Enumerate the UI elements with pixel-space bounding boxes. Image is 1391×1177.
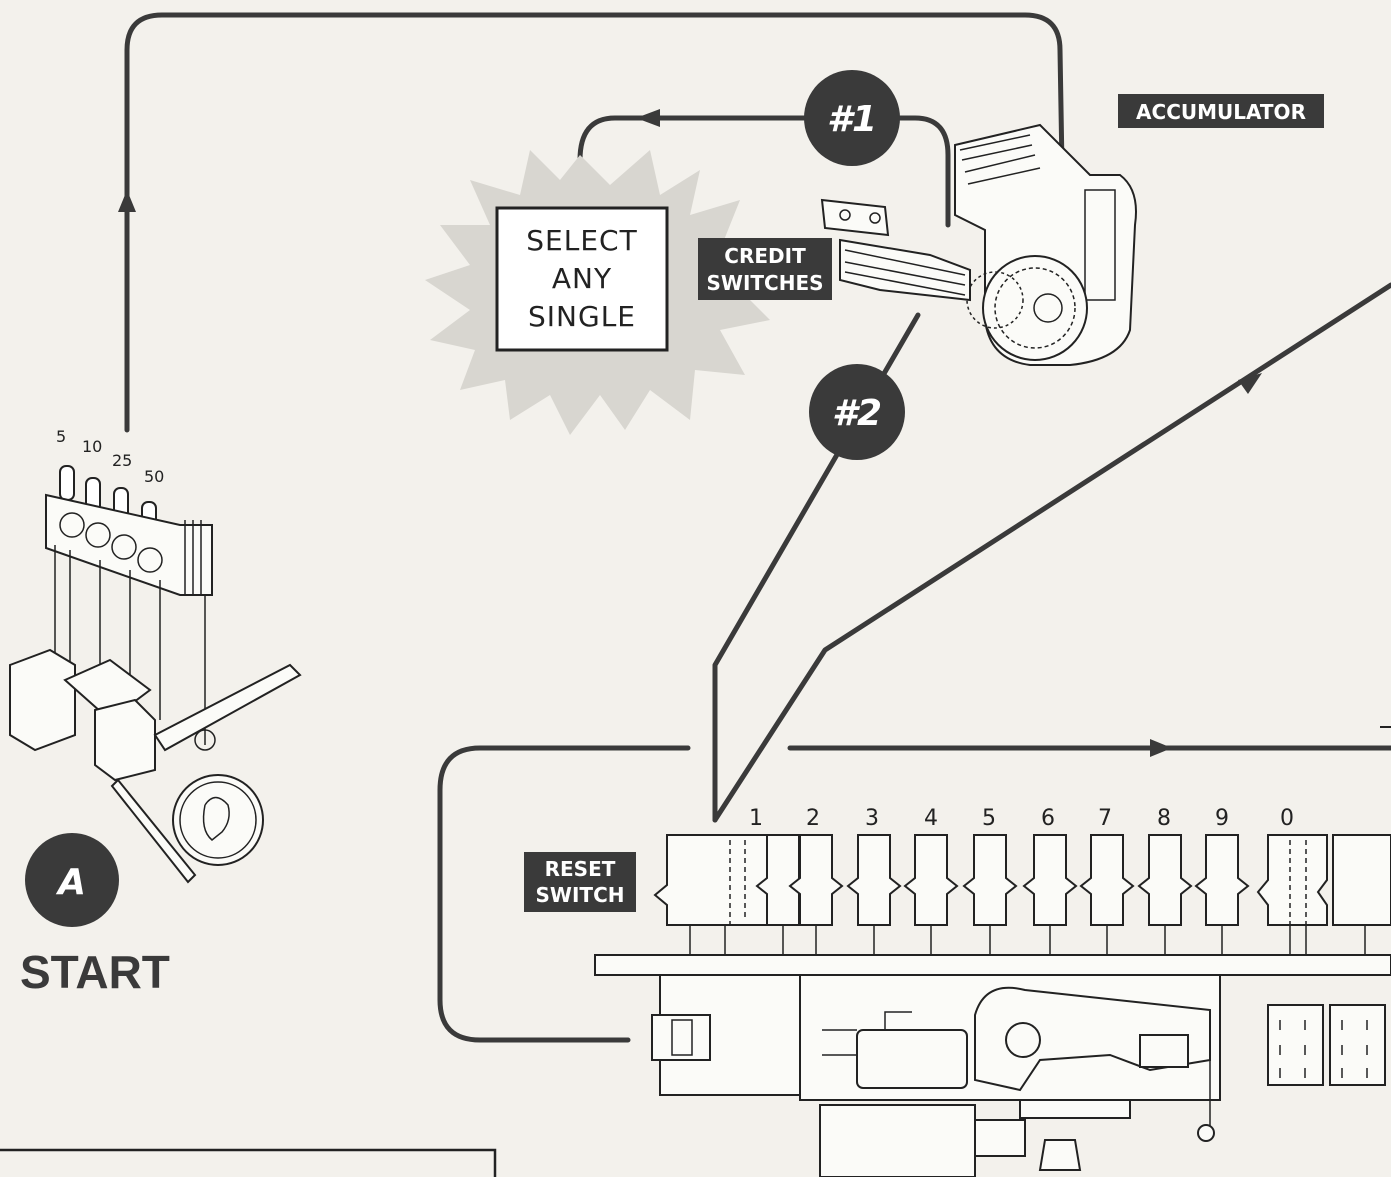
selector-number-4: 4 <box>924 806 938 831</box>
select-line-2: ANY <box>552 262 612 295</box>
selector-number-7: 7 <box>1098 806 1112 831</box>
arrow-up-icon <box>118 190 136 212</box>
step-2-text: #2 <box>832 393 882 434</box>
credit-switches-label-line2: SWITCHES <box>706 271 823 295</box>
accumulator-label-text: ACCUMULATOR <box>1136 100 1306 124</box>
selector-number-9: 9 <box>1215 806 1229 831</box>
coin-rail <box>155 665 300 750</box>
selector-0-stems <box>1290 925 1306 955</box>
selector-button-0 <box>1258 835 1327 925</box>
selector-number-5: 5 <box>982 806 996 831</box>
selector-button-3 <box>848 835 900 925</box>
selector-base-rail <box>595 955 1391 975</box>
selector-button-extra <box>1333 835 1391 925</box>
coin-lower-block-3 <box>95 700 155 780</box>
start-marker-bubble: A <box>25 833 119 927</box>
selector-buttons <box>757 835 1248 955</box>
motor-knob <box>1040 1140 1080 1170</box>
reset-switch-label: RESET SWITCH <box>524 852 636 912</box>
coin-icon <box>173 775 263 865</box>
arrow-right-icon <box>1150 739 1172 757</box>
selector-number-8: 8 <box>1157 806 1171 831</box>
credit-switches-label-line1: CREDIT <box>724 244 806 268</box>
frame-line <box>0 1150 495 1177</box>
selector-button-7 <box>1081 835 1133 925</box>
motor-housing <box>820 1105 975 1177</box>
selector-number-1: 1 <box>749 806 763 831</box>
ratchet-wheel <box>983 256 1087 360</box>
reset-mechanism <box>652 975 1385 1177</box>
credit-switch-bracket <box>822 200 888 235</box>
start-label: START <box>20 946 170 998</box>
spring-anchor <box>1198 1125 1214 1141</box>
selector-button-4 <box>905 835 957 925</box>
start-marker-text: A <box>55 862 86 903</box>
selector-number-6: 6 <box>1041 806 1055 831</box>
credit-contact-2 <box>1330 1005 1385 1085</box>
selector-bank: 1 2 3 4 5 6 7 8 9 0 <box>595 806 1391 975</box>
selector-number-0: 0 <box>1280 806 1294 831</box>
credit-switch-stack <box>840 240 970 300</box>
coin-value-25: 25 <box>112 451 132 470</box>
selector-button-8 <box>1139 835 1191 925</box>
step-1-text: #1 <box>827 99 877 140</box>
coin-lower-block-1 <box>10 650 75 750</box>
accumulator-label: ACCUMULATOR <box>1118 94 1324 128</box>
spring-bar <box>1020 1100 1130 1118</box>
step-2-bubble: #2 <box>809 364 905 460</box>
selector-button-5 <box>964 835 1016 925</box>
coin-value-50: 50 <box>144 467 164 486</box>
credit-switches-label: CREDIT SWITCHES <box>698 238 832 300</box>
reset-switch-label-line1: RESET <box>545 857 616 881</box>
select-line-1: SELECT <box>526 224 637 257</box>
selector-button-6 <box>1024 835 1076 925</box>
coin-value-10: 10 <box>82 437 102 456</box>
selector-number-2: 2 <box>806 806 820 831</box>
coin-post-1 <box>60 466 74 500</box>
cam-latch <box>1140 1035 1188 1067</box>
selector-button-9 <box>1196 835 1248 925</box>
cam-pivot <box>1006 1023 1040 1057</box>
coin-value-5: 5 <box>56 427 66 446</box>
select-line-3: SINGLE <box>528 300 636 333</box>
motor-bracket <box>975 1120 1025 1156</box>
reset-switch-body <box>652 1015 710 1060</box>
reset-switch-label-line2: SWITCH <box>536 883 625 907</box>
arrow-left-icon <box>636 109 660 127</box>
step-1-bubble: #1 <box>804 70 900 166</box>
solenoid <box>857 1030 967 1088</box>
credit-contact-1 <box>1268 1005 1323 1085</box>
reset-switch-stems <box>690 925 725 955</box>
selector-number-3: 3 <box>865 806 879 831</box>
coin-mechanism: 5 10 25 50 <box>10 427 300 882</box>
reset-switch-block <box>655 835 780 925</box>
